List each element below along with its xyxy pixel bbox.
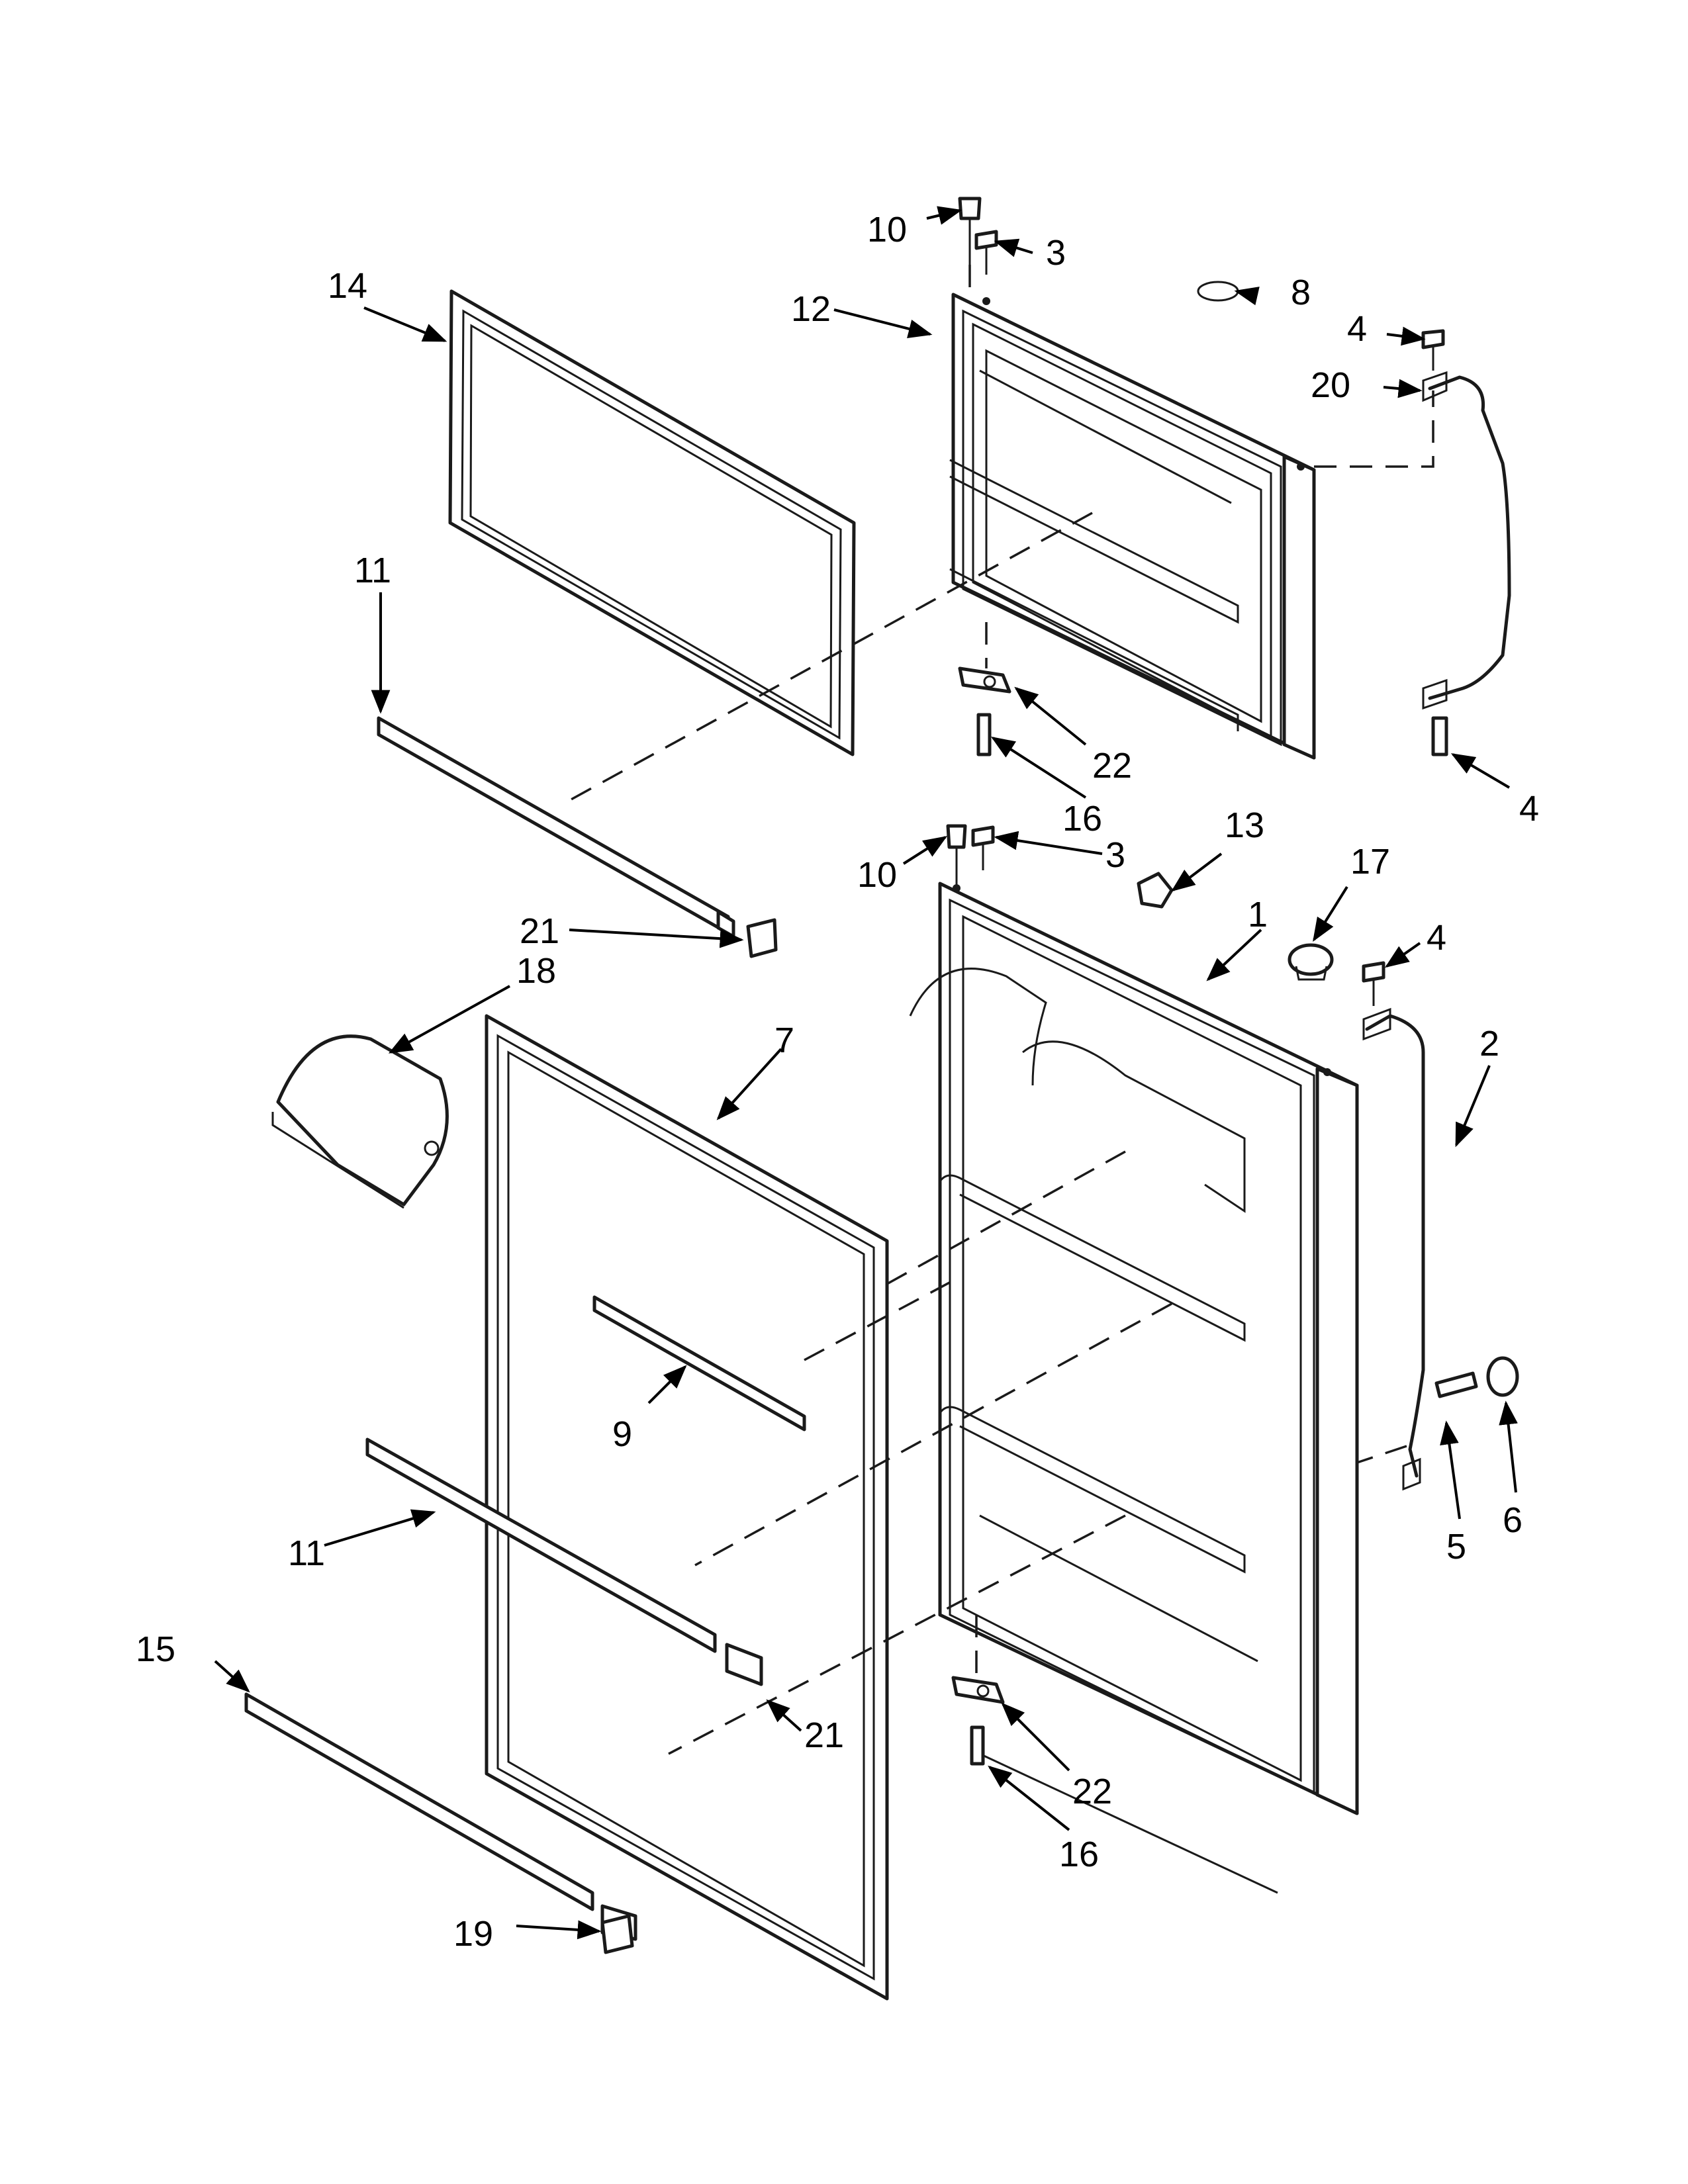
callout-9: 9 xyxy=(612,1414,632,1454)
callout-22-top: 22 xyxy=(1092,746,1132,786)
handle-mount-screw xyxy=(1434,1371,1478,1398)
freezer-door-handle xyxy=(1422,371,1511,710)
callout-16-bottom: 16 xyxy=(1059,1835,1099,1874)
hinge-bracket-bottom xyxy=(951,1676,1005,1704)
callout-5: 5 xyxy=(1446,1527,1466,1567)
callout-17: 17 xyxy=(1350,842,1390,882)
handle-screw-top xyxy=(1421,329,1445,371)
callout-20: 20 xyxy=(1311,365,1350,405)
callout-2: 2 xyxy=(1479,1024,1499,1064)
callout-4-top: 4 xyxy=(1347,309,1367,349)
callout-1: 1 xyxy=(1248,895,1268,934)
callout-11-top: 11 xyxy=(354,551,391,590)
callout-10-mid: 10 xyxy=(857,855,897,895)
callout-21-top: 21 xyxy=(520,911,559,951)
freezer-door xyxy=(949,293,1316,760)
hinge-pin-top xyxy=(958,197,982,265)
callout-15: 15 xyxy=(136,1629,175,1669)
callout-4-mid: 4 xyxy=(1427,918,1446,958)
screw-cover-cap xyxy=(1486,1356,1519,1397)
callout-3-mid: 3 xyxy=(1105,835,1125,875)
callout-10-top: 10 xyxy=(867,210,907,250)
callout-6: 6 xyxy=(1503,1500,1523,1540)
callout-19: 19 xyxy=(453,1914,493,1954)
hole-plug xyxy=(1288,943,1334,981)
door-closure-cam xyxy=(1137,872,1174,909)
callout-8: 8 xyxy=(1291,273,1311,312)
callout-21-lower: 21 xyxy=(804,1715,844,1755)
callout-12: 12 xyxy=(791,289,831,329)
handle-screw-bottom xyxy=(1431,716,1448,756)
bottom-trim-end-clip xyxy=(600,1914,634,1954)
freezer-door-gasket xyxy=(448,289,856,756)
hinge-bracket-top xyxy=(958,666,1011,694)
callout-11-lower: 11 xyxy=(288,1533,325,1573)
inner-trim-strip xyxy=(592,1295,806,1432)
callout-16-top: 16 xyxy=(1062,799,1102,839)
hinge-screw-bottom xyxy=(970,1725,985,1766)
hinge-screw-top xyxy=(976,713,992,756)
screw-top xyxy=(974,230,998,275)
callout-3-top: 3 xyxy=(1046,233,1066,273)
callout-7: 7 xyxy=(774,1021,794,1060)
screw-mid xyxy=(971,825,995,870)
callout-4-right: 4 xyxy=(1519,789,1539,829)
callout-22-bottom: 22 xyxy=(1072,1772,1112,1811)
trim-end-clip-upper xyxy=(746,918,778,958)
callout-14: 14 xyxy=(328,266,367,306)
dairy-bin-cover xyxy=(271,1034,449,1209)
freezer-door-trim-strip xyxy=(377,716,735,938)
callout-13: 13 xyxy=(1225,805,1264,845)
callout-18: 18 xyxy=(516,951,556,991)
fresh-food-door xyxy=(909,882,1359,1894)
hinge-pin-mid xyxy=(946,824,967,887)
fresh-food-door-handle xyxy=(1362,1007,1425,1491)
fresh-food-trim-strip xyxy=(365,1437,763,1686)
grommet-ring xyxy=(1197,281,1239,302)
fresh-food-door-gasket xyxy=(485,1014,889,2001)
handle-screw-mid xyxy=(1362,961,1385,1006)
assembly-guide-lines xyxy=(562,265,1434,1755)
callout-numbers: 10 3 8 4 20 12 14 11 22 16 4 10 3 13 17 … xyxy=(136,210,1539,1954)
callout-leaders xyxy=(214,206,1518,1940)
